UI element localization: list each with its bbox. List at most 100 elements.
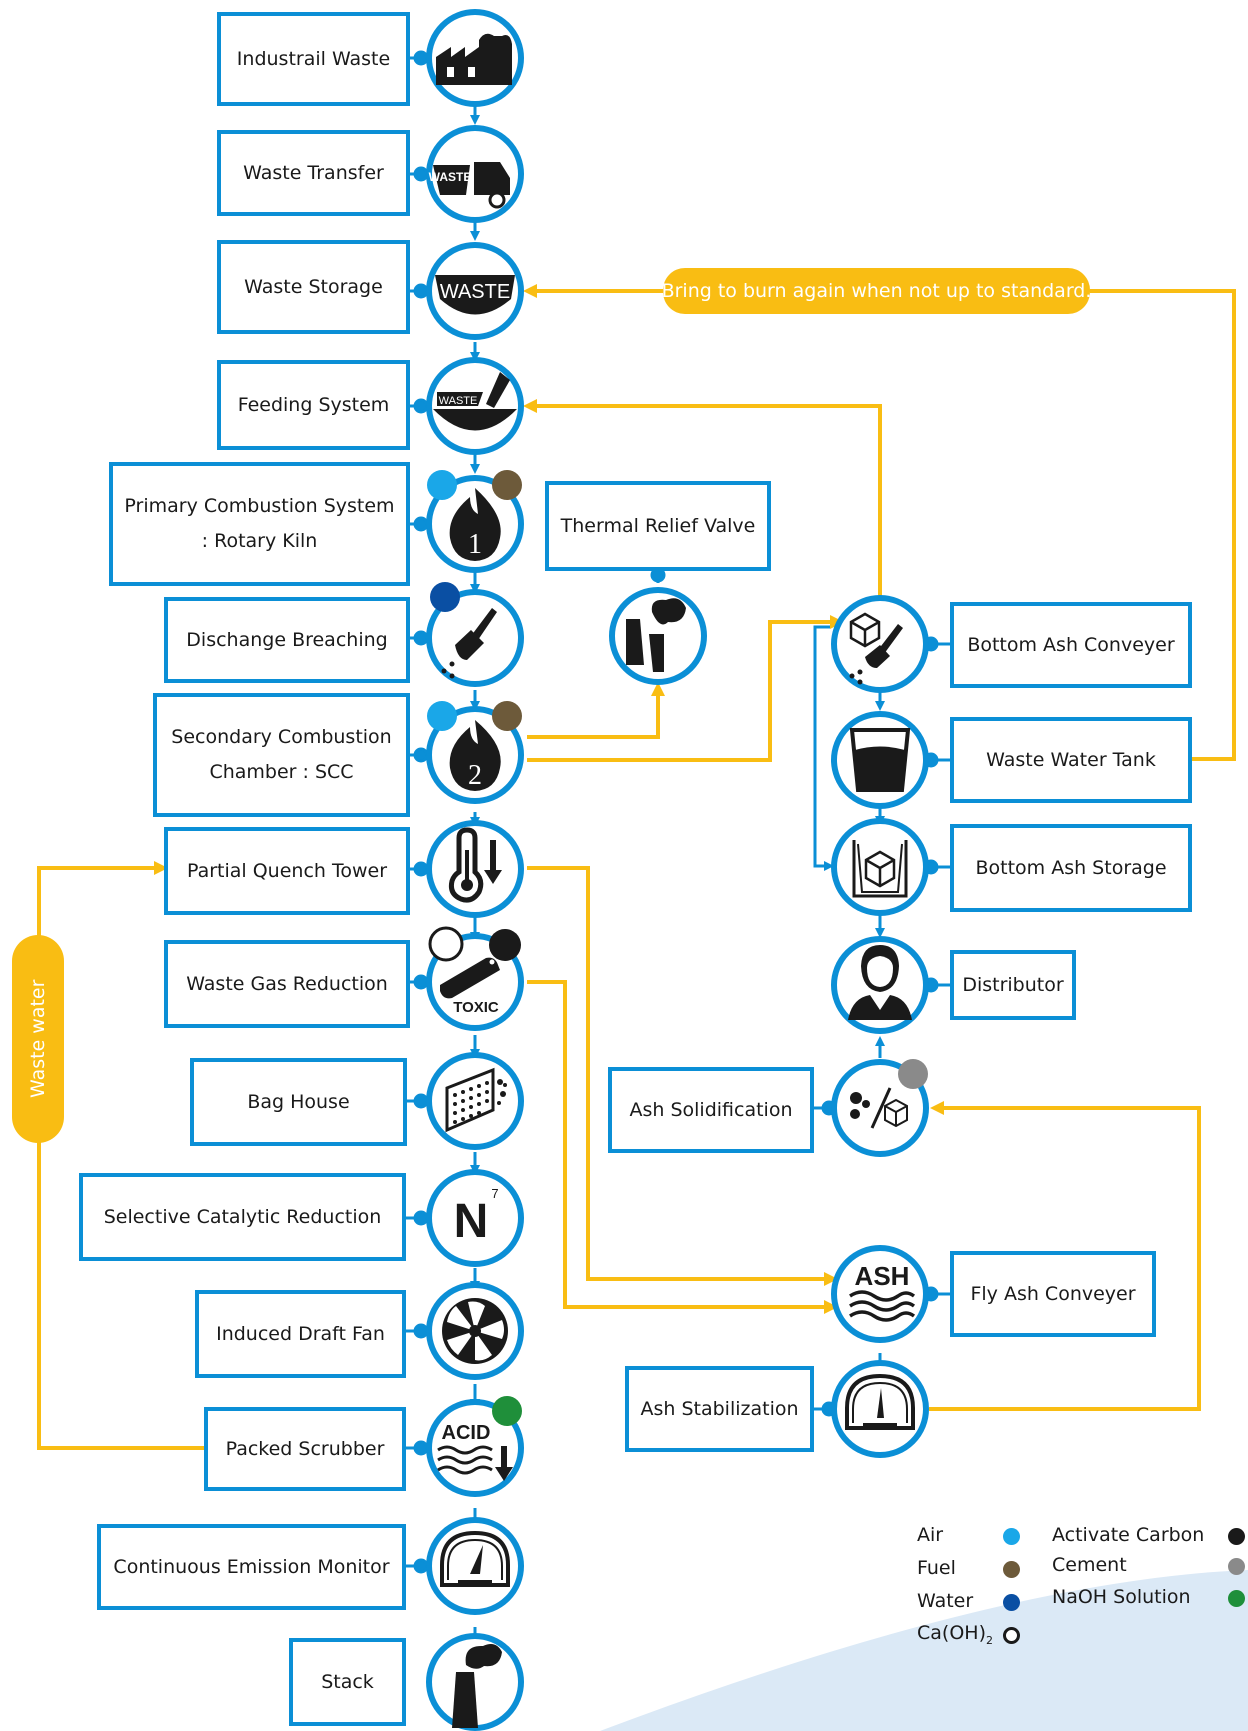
box-packed-scrubber: Packed Scrubber: [204, 1407, 406, 1491]
truck-icon: WASTE: [426, 125, 524, 223]
nitrogen-icon: N 7: [426, 1169, 524, 1267]
background-swoosh: [600, 1570, 1248, 1731]
box-waste-gas-reduction: Waste Gas Reduction: [164, 940, 410, 1028]
scr-superscript: 7: [491, 1186, 498, 1201]
brush-icon: [426, 582, 524, 687]
water-input-dot: [430, 582, 460, 612]
flame-1-icon: 1: [426, 470, 524, 573]
feeding-icon: WASTE: [426, 357, 524, 455]
fuel-input-dot-2: [492, 701, 522, 731]
legend-caoh-sub: 2: [985, 1633, 993, 1647]
air-input-dot: [427, 470, 457, 500]
label-waste-gas-reduction: Waste Gas Reduction: [186, 972, 388, 995]
box-primary-combustion: Primary Combustion System: Rotary Kiln: [109, 462, 410, 586]
thermometer-down-icon: [426, 820, 524, 918]
label-selective-catalytic-reduction: Selective Catalytic Reduction: [103, 1205, 382, 1228]
box-feeding-system: Feeding System: [217, 360, 410, 450]
waste-bin-icon: WASTE: [426, 242, 524, 340]
label-ash-stabilization: Ash Stabilization: [640, 1397, 799, 1420]
legend-air-label: Air: [917, 1524, 944, 1546]
label-induced-draft-fan: Induced Draft Fan: [216, 1322, 385, 1345]
stabilization-to-solidification-line: [929, 1101, 1201, 1411]
box-bottom-ash-storage: Bottom Ash Storage: [950, 824, 1192, 912]
scr-letter: N: [454, 1195, 489, 1248]
box-waste-water-tank: Waste Water Tank: [950, 717, 1192, 803]
label-thermal-relief-valve: Thermal Relief Valve: [560, 514, 756, 537]
scc-to-relief-line: [527, 682, 665, 739]
stabilization-gauge-icon: [831, 1360, 929, 1458]
primary-number: 1: [468, 529, 482, 560]
thermal-relief-icon: [609, 587, 707, 685]
burn-again-callout: Bring to burn again when not up to stand…: [662, 268, 1091, 314]
label-ash-solidification: Ash Solidification: [629, 1098, 793, 1121]
label-industrial-waste: Industrail Waste: [236, 47, 391, 70]
box-waste-transfer: Waste Transfer: [217, 130, 410, 216]
legend-fuel-label: Fuel: [917, 1557, 956, 1579]
factory-icon: [426, 9, 524, 107]
legend-carbon-label: Activate Carbon: [1052, 1524, 1205, 1546]
acid-label: ACID: [442, 1422, 491, 1444]
scc-to-ash-conveyer-line: [527, 615, 844, 762]
fuel-input-dot: [492, 470, 522, 500]
legend-carbon-dot: [1228, 1528, 1245, 1545]
ash-label: ASH: [855, 1261, 910, 1291]
chimney-icon: [426, 1633, 524, 1731]
box-discharge-breaching: Dischange Breaching: [164, 597, 410, 683]
box-waste-storage: Waste Storage: [217, 240, 410, 334]
air-input-dot-2: [427, 701, 457, 731]
waste-water-callout: Waste water: [12, 935, 64, 1143]
label-bag-house: Bag House: [247, 1090, 350, 1113]
label-discharge-breaching: Dischange Breaching: [186, 628, 388, 651]
label-bottom-ash-storage: Bottom Ash Storage: [975, 856, 1167, 879]
box-selective-catalytic-reduction: Selective Catalytic Reduction: [79, 1173, 406, 1261]
box-industrial-waste: Industrail Waste: [217, 12, 410, 106]
legend-caoh-main: Ca(OH): [917, 1622, 986, 1644]
ash-waves-icon: ASH: [831, 1245, 929, 1343]
fan-icon: [426, 1282, 524, 1380]
person-icon: [831, 936, 929, 1034]
box-bag-house: Bag House: [190, 1058, 407, 1146]
label-secondary-combustion-2: Chamber : SCC: [209, 761, 354, 783]
acid-icon: ACID: [426, 1396, 524, 1497]
box-ash-stabilization: Ash Stabilization: [625, 1366, 814, 1452]
naoh-input-dot: [492, 1396, 522, 1426]
label-feeding-system: Feeding System: [237, 393, 390, 416]
truck-waste-label: WASTE: [429, 170, 472, 184]
box-ash-solidification: Ash Solidification: [608, 1067, 814, 1153]
ash-mix-icon: [831, 1059, 929, 1157]
box-thermal-relief-valve: Thermal Relief Valve: [545, 481, 771, 571]
quench-to-fly-ash-line: [527, 866, 838, 1286]
legend-caoh-label: Ca(OH)2: [917, 1622, 993, 1647]
caoh-input-dot: [428, 926, 464, 962]
gauge-icon: [426, 1517, 524, 1615]
box-distributor: Distributor: [950, 950, 1076, 1020]
legend-water-label: Water: [917, 1590, 974, 1612]
burn-again-line: [1084, 289, 1236, 761]
label-fly-ash-conveyer: Fly Ash Conveyer: [970, 1282, 1136, 1305]
water-tank-icon: [831, 711, 929, 809]
cube-brush-icon: [831, 595, 929, 693]
flame-2-icon: 2: [426, 701, 524, 804]
box-stack: Stack: [289, 1638, 406, 1726]
box-circle-links: [406, 50, 950, 1574]
label-waste-storage: Waste Storage: [244, 275, 383, 298]
baghouse-to-fly-ash-line: [527, 980, 838, 1314]
toxic-label: TOXIC: [453, 999, 499, 1016]
label-packed-scrubber: Packed Scrubber: [225, 1437, 385, 1460]
box-partial-quench-tower: Partial Quench Tower: [164, 827, 410, 915]
toxic-cylinder-icon: TOXIC: [426, 926, 524, 1031]
label-partial-quench-tower: Partial Quench Tower: [186, 859, 388, 882]
filter-icon: [426, 1052, 524, 1150]
step-icons: WASTE WASTE WASTE 1: [426, 9, 929, 1731]
box-fly-ash-conveyer: Fly Ash Conveyer: [950, 1251, 1156, 1337]
secondary-number: 2: [468, 760, 482, 791]
waste-water-text: Waste water: [27, 979, 49, 1099]
box-bottom-ash-conveyer: Bottom Ash Conveyer: [950, 602, 1192, 688]
label-continuous-emission-monitor: Continuous Emission Monitor: [113, 1555, 390, 1578]
ash-to-feeding-line: [523, 399, 882, 596]
legend-cement-label: Cement: [1052, 1554, 1127, 1576]
legend-caoh-dot: [1003, 1627, 1020, 1644]
ash-storage-icon: [831, 818, 929, 916]
